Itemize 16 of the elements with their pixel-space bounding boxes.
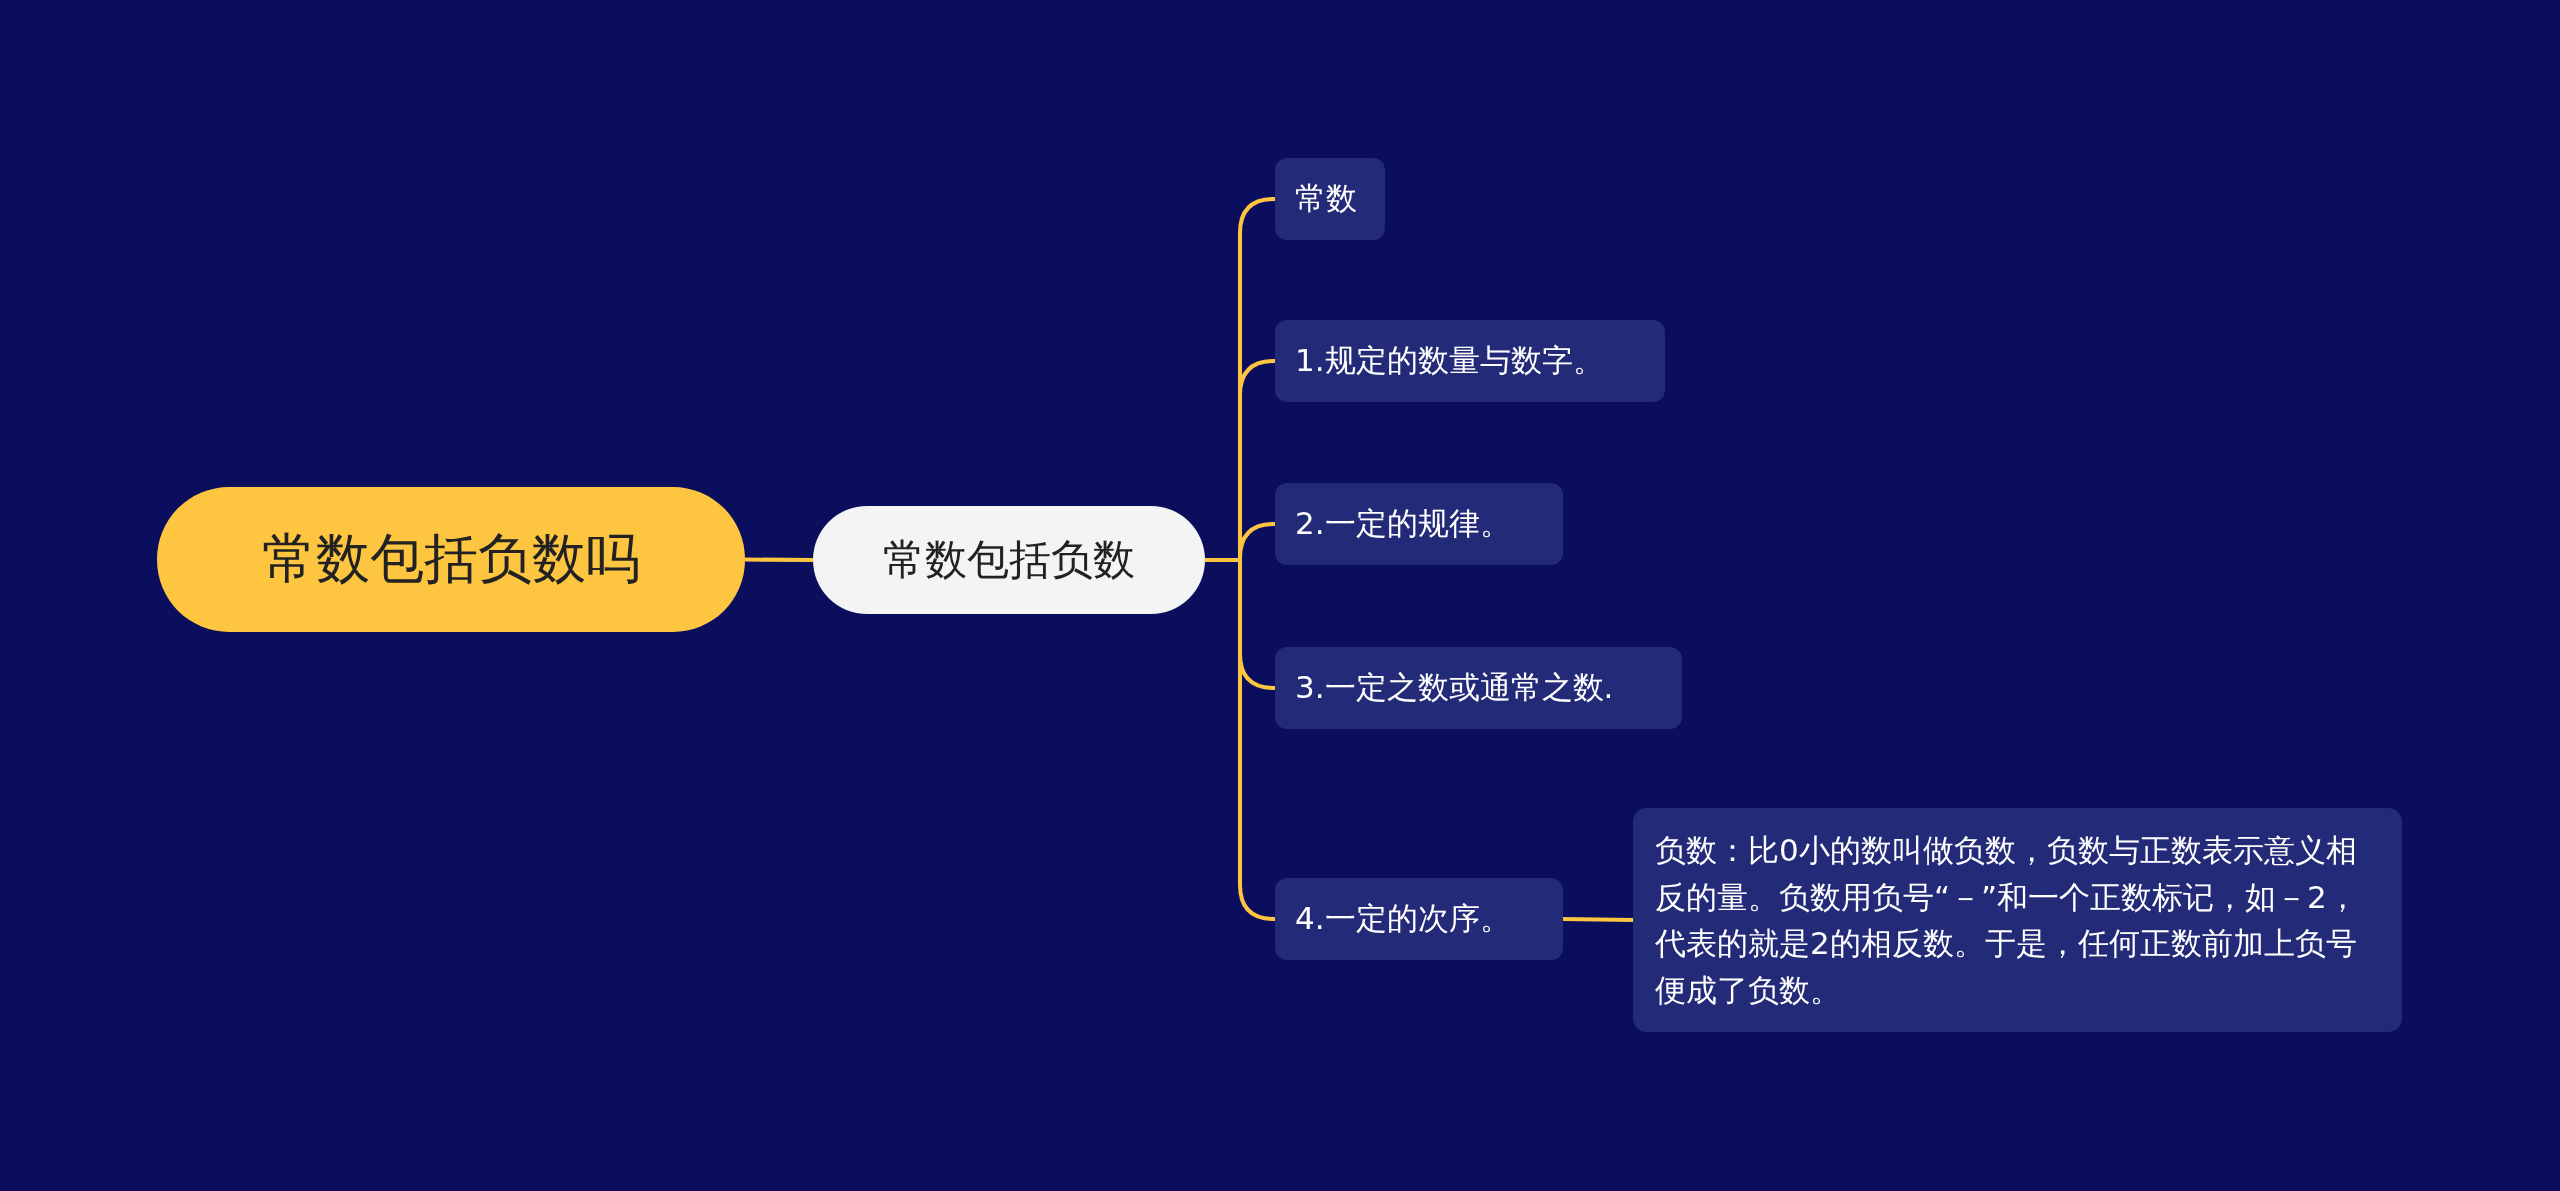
connector-line bbox=[1562, 917, 1634, 922]
node-text: 常数包括负数 bbox=[883, 534, 1135, 586]
node-text: 常数包括负数吗 bbox=[262, 526, 640, 592]
leaf-box bbox=[1275, 878, 1563, 960]
node-text: 4.一定的次序。 bbox=[1295, 899, 1511, 938]
connector-line bbox=[745, 557, 813, 562]
node-text: 3.一定之数或通常之数. bbox=[1295, 668, 1614, 707]
node-text: 负数：比0小的数叫做负数，负数与正数表示意义相反的量。负数用负号“－”和一个正数标记，如－2，代表的就是2的相反数。于是，任何正数前加上负号便成了负数。 bbox=[1655, 831, 2359, 1010]
note-box bbox=[1633, 808, 2402, 1032]
node-text: 常数 bbox=[1295, 179, 1357, 218]
leaf-box bbox=[1275, 320, 1665, 402]
node-text: 1.规定的数量与数字。 bbox=[1295, 341, 1604, 380]
leaf-box bbox=[1275, 647, 1682, 729]
node-text: 2.一定的规律。 bbox=[1295, 504, 1511, 543]
leaf-box bbox=[1275, 483, 1563, 565]
leaf-box bbox=[1275, 158, 1385, 240]
